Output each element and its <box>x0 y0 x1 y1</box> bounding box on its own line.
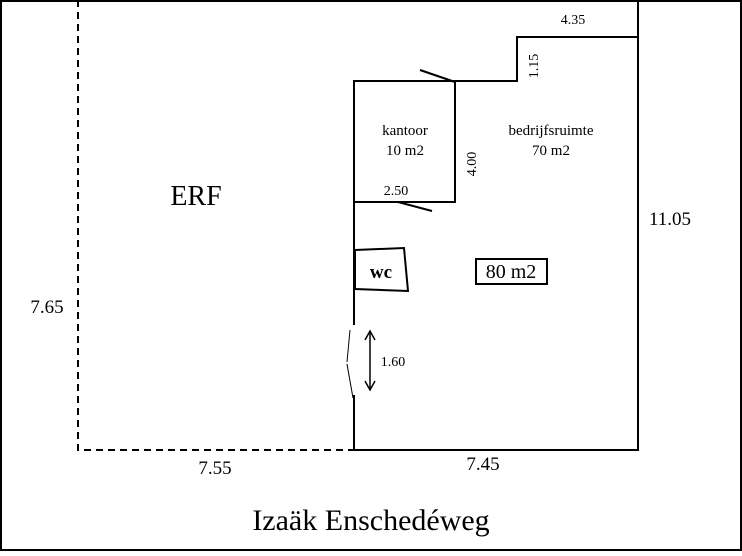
dim-door-width: 1.60 <box>381 355 406 370</box>
kantoor-door-swing-top <box>419 69 456 83</box>
street-label: Izaäk Enschedéweg <box>252 504 489 537</box>
total-area-label: 80 m2 <box>486 261 537 283</box>
entrance-door-leaf-bottom <box>346 363 354 399</box>
building-outer-wall <box>354 0 639 451</box>
building-top-wall <box>353 36 638 450</box>
arrow-head-up <box>364 329 376 341</box>
wc-box <box>354 246 410 293</box>
wc-label: wc <box>370 262 392 283</box>
erf-boundary <box>77 0 354 451</box>
arrow-head-down <box>364 380 376 392</box>
total-area-box <box>475 258 548 285</box>
kantoor-door-swing-bottom <box>397 201 433 212</box>
kantoor-name: kantoor <box>382 123 428 139</box>
dim-left-depth: 7.65 <box>30 297 63 318</box>
erf-label: ERF <box>170 181 221 212</box>
bedrijfsruimte-area: 70 m2 <box>532 143 570 159</box>
dim-left-width: 7.55 <box>198 458 231 479</box>
kantoor-area: 10 m2 <box>386 143 424 159</box>
dim-bottom-width: 7.45 <box>466 454 499 475</box>
dim-top-width: 4.35 <box>561 13 586 28</box>
dim-step-height: 1.15 <box>527 54 542 79</box>
dim-kantoor-depth: 4.00 <box>465 152 480 177</box>
bedrijfsruimte-name: bedrijfsruimte <box>509 123 594 139</box>
entrance-opening <box>351 325 357 395</box>
dim-kantoor-width: 2.50 <box>384 184 409 199</box>
kantoor-wall <box>354 81 456 203</box>
dim-right-depth: 11.05 <box>649 209 691 230</box>
entrance-door-leaf-top <box>346 329 351 363</box>
